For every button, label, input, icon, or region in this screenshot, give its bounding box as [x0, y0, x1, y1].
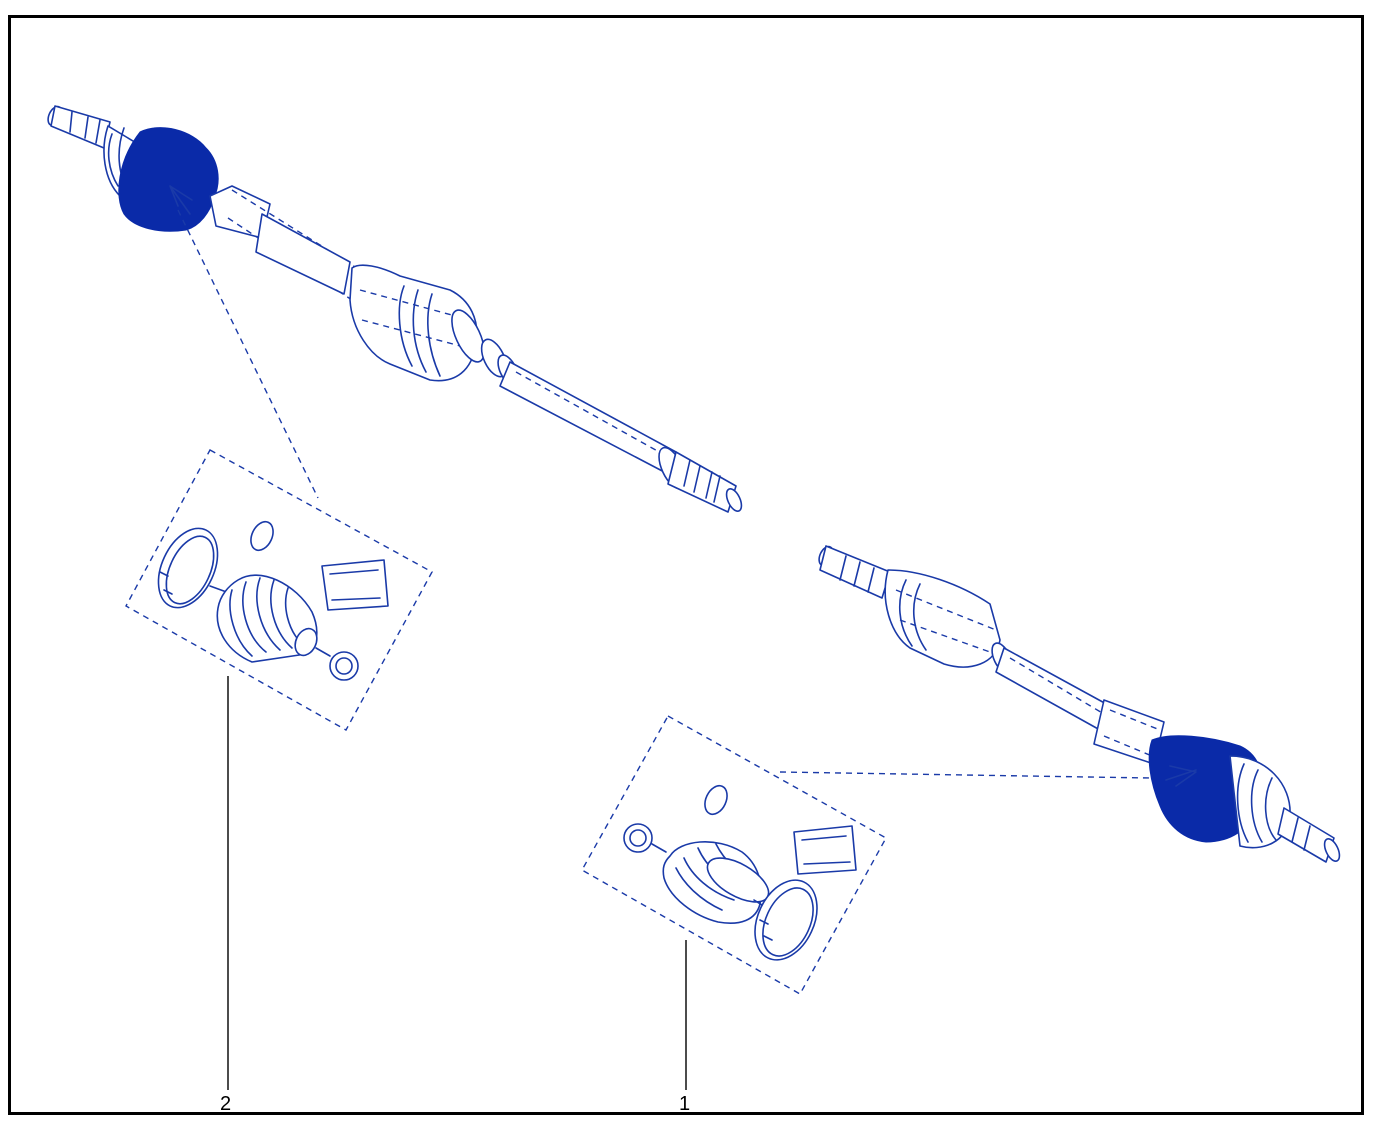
kit-2-small-ring-icon [250, 520, 274, 552]
kit-1-boot-icon [662, 841, 770, 924]
upper-shaft-bar [209, 185, 361, 301]
kit-2-nut-icon [329, 651, 359, 681]
upper-drive-shaft [47, 105, 743, 513]
lower-shaft-inner-stub [818, 545, 891, 599]
kit-2-boot-icon [216, 574, 318, 663]
lower-boot-arrow-icon [1165, 765, 1197, 787]
kit-1-outline [581, 715, 887, 995]
diagram-frame [8, 15, 1364, 1115]
upper-shaft-inner-stub [658, 446, 743, 513]
boot-kit-1: 1 [581, 715, 1151, 1115]
lower-outer-cv-joint [1229, 755, 1291, 849]
kit-2-leader-dashed [177, 209, 319, 499]
kit-1-leader-dashed [779, 771, 1151, 779]
kit-2-large-clamp-icon [157, 527, 219, 609]
boot-kit-2: 2 [125, 209, 433, 1115]
kit-2-outline [125, 449, 433, 731]
kit-1-large-clamp-icon [754, 879, 818, 961]
kit-1-grease-packet-icon [793, 825, 857, 875]
lower-shaft-outer-stub [1277, 807, 1341, 863]
upper-outer-boot-highlight [118, 127, 219, 232]
kit-2-grease-packet-icon [321, 559, 389, 611]
lower-drive-shaft [818, 545, 1341, 863]
callout-1-label: 1 [679, 1093, 690, 1115]
upper-boot-arrow-icon [169, 185, 193, 215]
kit-1-nut-icon [623, 823, 653, 853]
callout-2-label: 2 [220, 1093, 231, 1115]
upper-long-shaft [499, 361, 677, 475]
kit-1-small-ring-icon [704, 784, 728, 816]
upper-shaft-outer-stub [47, 105, 111, 149]
lower-inner-joint-housing [884, 569, 1001, 668]
